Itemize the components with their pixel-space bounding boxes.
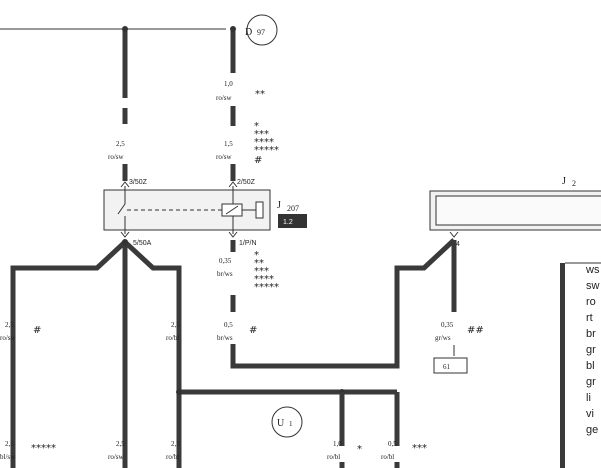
wire-label-color: ro/sw [0,334,17,342]
mark-line: **** [254,274,274,285]
wire-label-color: br/ws [217,334,233,342]
junction-dot [230,26,236,32]
wire-label-size: 0,35 [441,321,454,329]
j207-number: 207 [287,204,299,213]
mark-line: ** [254,258,264,269]
mark-line: # [254,155,262,166]
wire-label-size: 2,5 [116,140,125,148]
u1-number: 1 [289,420,293,428]
mark-group-m3: * ** *** **** ***** [254,250,279,293]
j-right-letter: J [562,176,566,187]
wire-label-size: 0,5 [224,321,233,329]
color-legend: ws sw ro rt br gr bl gr li vi ge [560,262,601,468]
wire-label-color: br/ws [217,270,233,278]
pin-label: 3/50Z [129,179,148,186]
wire-label-color: bl/sw [0,453,16,461]
legend-item: gr [586,344,596,356]
wire-label-color: gr/ws [435,334,451,342]
j-right-number: 2 [572,179,576,188]
mark-m6: ## [467,325,484,336]
wire-label-color: ro/sw [108,153,125,161]
wire-label-size: 2,5 [5,321,14,329]
mark-line: ***** [254,145,279,156]
junction-dot [122,239,128,245]
wire-label-size: 2,5 [171,440,180,448]
j207-badge: 1.2 [283,219,293,226]
wire-label-size: 0,5 [388,440,397,448]
wire-left-branch [10,240,127,468]
mark-m1: ** [255,89,265,100]
mark-line: **** [254,137,274,148]
wire-right-branch [123,240,182,468]
mark-group-m2: * *** **** ***** # [254,121,279,166]
wire-col2-to-j [230,238,456,369]
legend-item: ro [586,296,596,308]
mark-m5: # [249,325,257,336]
wire-label-color: ro/sw [108,453,125,461]
wire-label-color: ro/sw [216,153,233,161]
legend-item: bl [586,360,595,372]
mark-line: * [254,250,259,261]
mark-m7: ***** [31,443,56,454]
d97-number: 97 [257,28,265,37]
wire-label-size: 2,5 [5,440,14,448]
legend-item: br [586,328,596,340]
connector-61-label: 61 [443,363,451,371]
wire-label-color: ro/sw [216,94,233,102]
mark-line: *** [254,266,269,277]
pin-label: 1/P/N [239,240,257,247]
junction-dot [176,389,182,395]
legend-item: rt [586,312,593,324]
wire-label-size: 1,0 [333,440,342,448]
j207-badge-bg [278,214,307,228]
mark-m8: * [357,444,362,455]
pin-label: 2/50Z [237,179,256,186]
mark-m4: # [33,325,41,336]
wire-label-size: 2,5 [116,440,125,448]
wire-label-size: 0,35 [219,257,232,265]
component-u1: U 1 [271,406,303,438]
legend-item: li [586,392,591,404]
legend-item: sw [586,280,600,292]
pin-label: 5/50A [133,240,152,247]
wire-label-color: ro/bl [381,453,394,461]
mark-line: ***** [254,282,279,293]
mark-m9: *** [412,443,427,454]
pin-label: 4 [456,241,460,248]
legend-item: vi [586,408,594,420]
wire-label-size: 1,5 [224,140,233,148]
wire-label-color: ro/bl [166,334,179,342]
legend-item: gr [586,376,596,388]
d97-letter: D [245,27,252,38]
u1-letter: U [277,418,285,429]
connector-61 [433,357,468,374]
component-j-right [429,190,601,238]
j207-letter: J [277,200,281,211]
mark-line: *** [254,129,269,140]
wire-label-size: 1,0 [224,80,233,88]
junction-dot [122,26,128,32]
component-d97: D 97 [245,14,278,46]
wire-label-size: 2,5 [171,321,180,329]
legend-item: ws [585,264,600,276]
relay-j207 [103,181,271,238]
mark-line: * [254,121,259,132]
legend-item: ge [586,424,598,436]
wire-label-color: ro/bl [327,453,340,461]
wire-label-color: ro/bl [166,453,179,461]
